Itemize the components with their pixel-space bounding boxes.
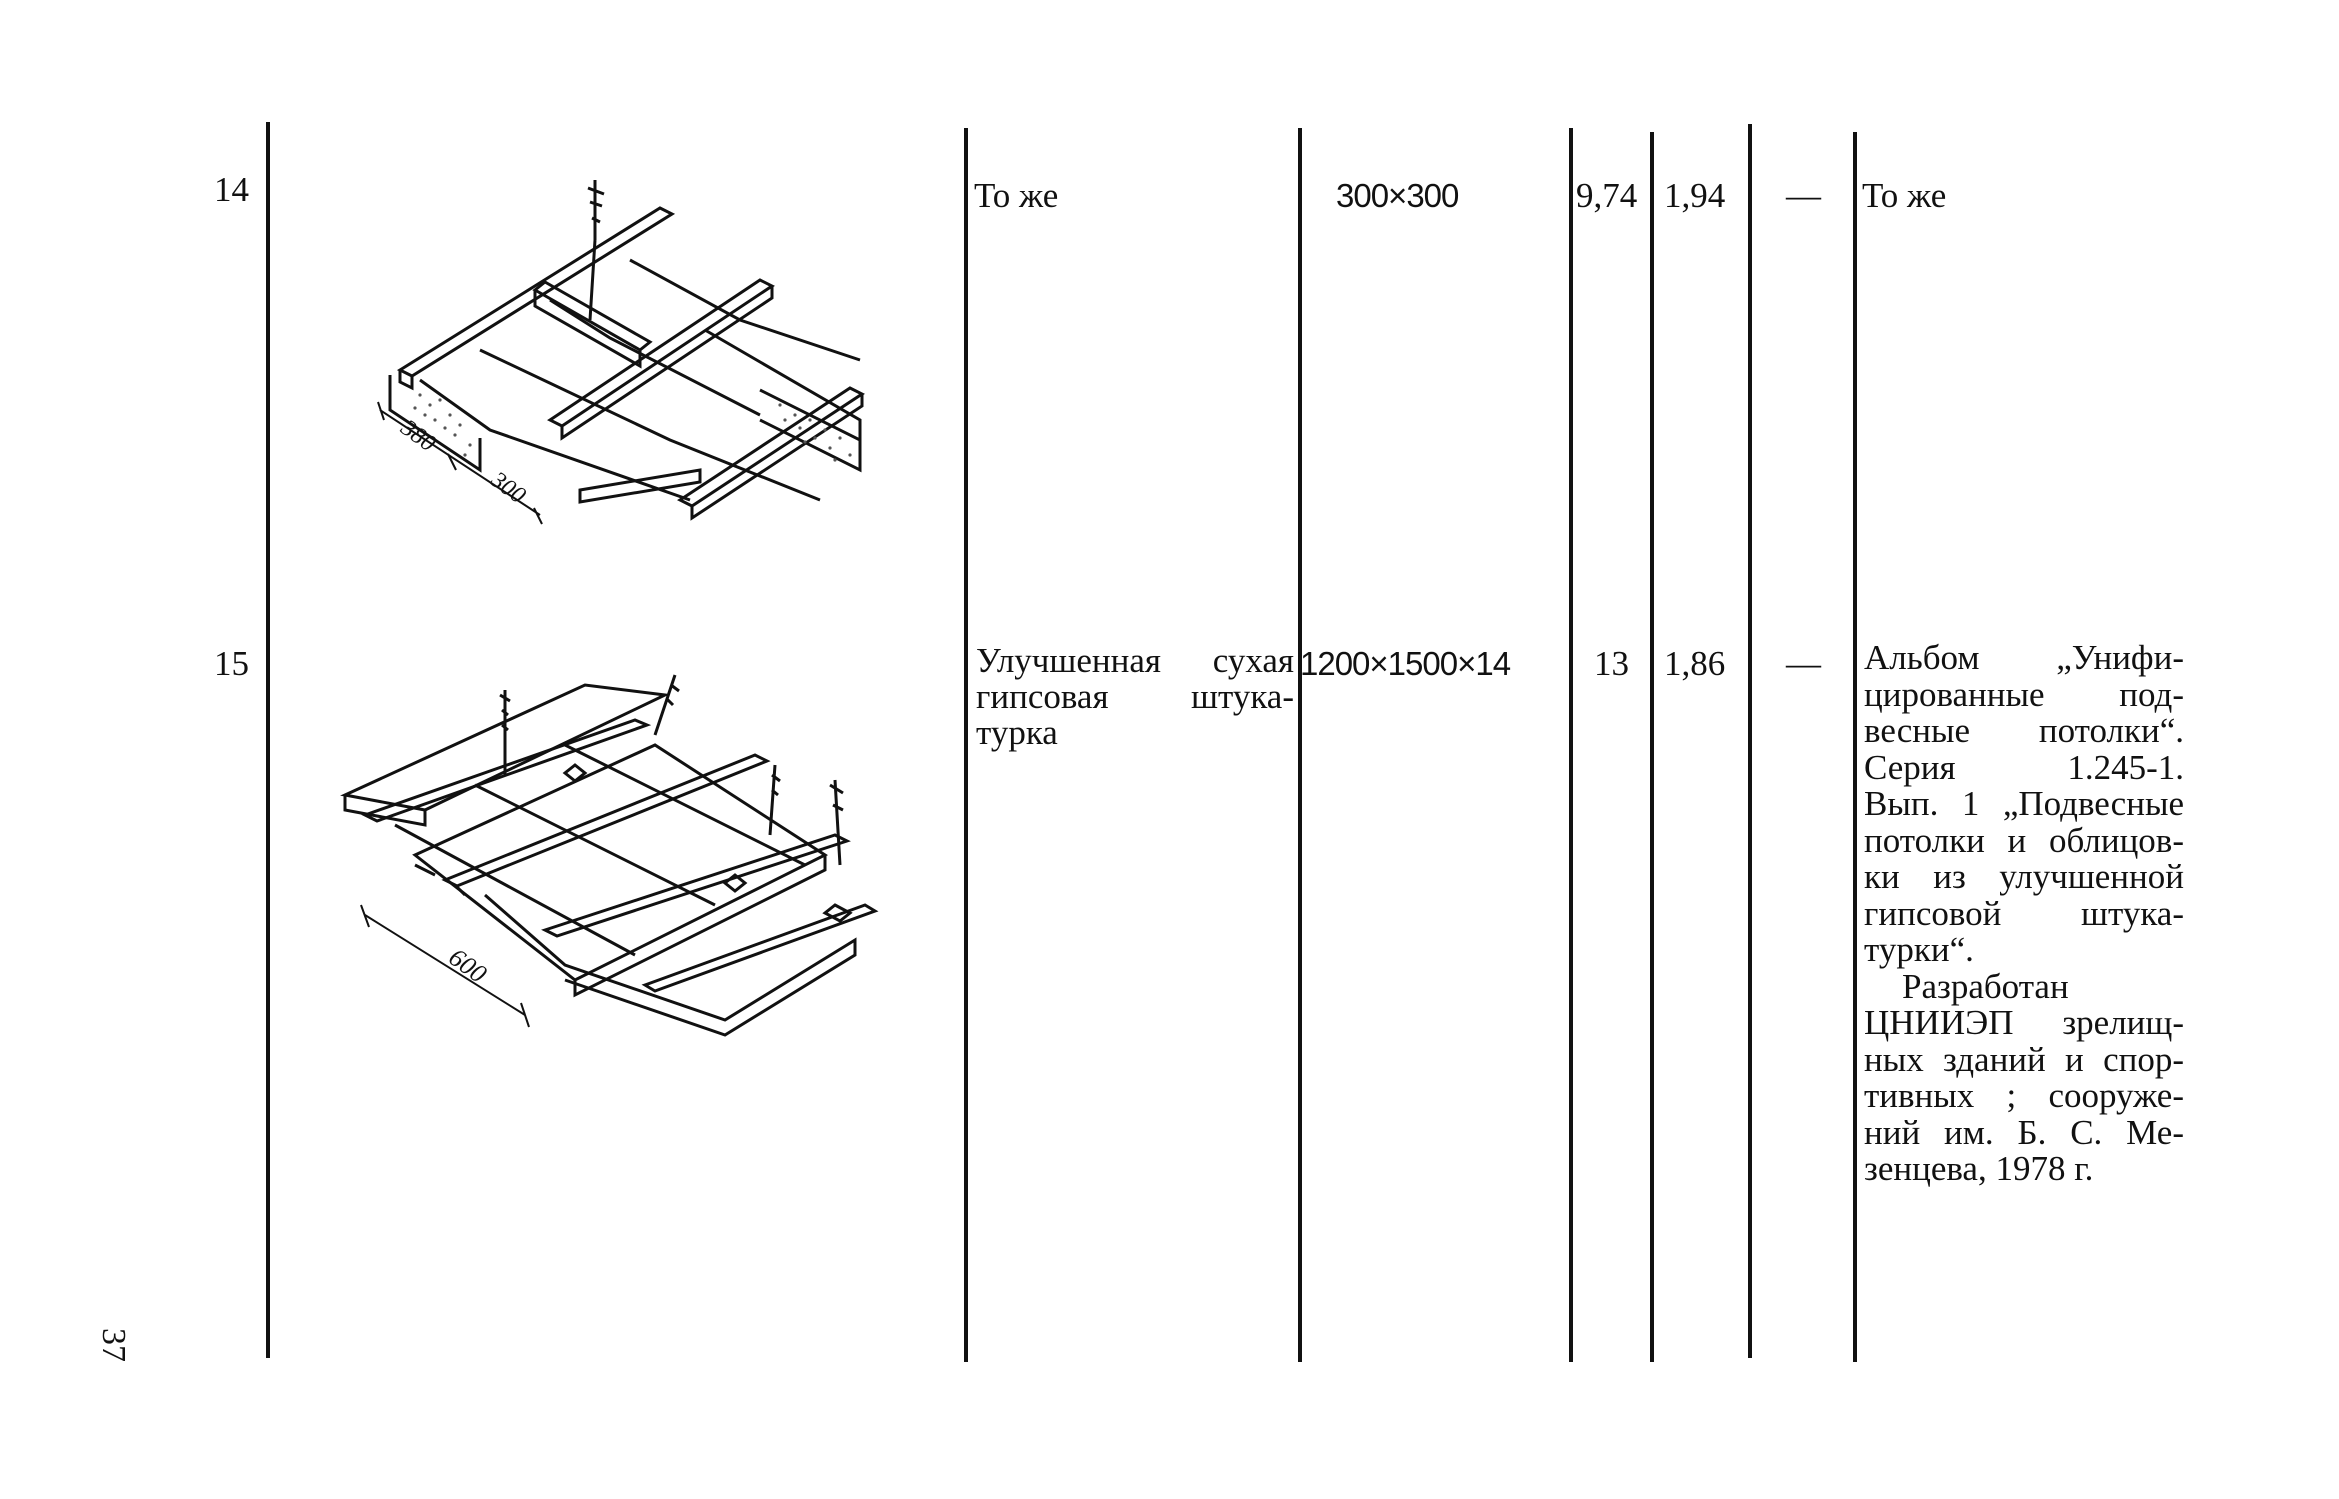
notes-line: зенцева, 1978 г. (1864, 1149, 2094, 1188)
description-line: гипсовая штука- (976, 677, 1294, 716)
table-rule-4 (1569, 128, 1573, 1362)
notes-line: ний им. Б. С. Ме- (1864, 1112, 2184, 1152)
ceiling-drawing-gypsum (340, 674, 879, 1037)
page-number: 37 (95, 1328, 132, 1362)
notes-line: ки из улучшенной (1864, 857, 2184, 896)
row-size: 1200×1500×14 (1300, 645, 1511, 682)
notes-line: ЦНИИЭП зрелищ- (1864, 1003, 2184, 1042)
table-rule-6 (1748, 124, 1752, 1358)
notes-line: турки“. (1864, 930, 1974, 969)
row-description: Улучшенная сухая гипсовая штука- турка (976, 643, 1294, 751)
table-rule-1 (266, 122, 270, 1358)
row-value-3: — (1786, 176, 1821, 215)
row-value-1: 13 (1594, 644, 1629, 683)
row-notes: Альбом „Унифи- цированные под- весные по… (1864, 638, 2184, 1188)
notes-line: Альбом „Унифи- (1864, 638, 2184, 677)
ceiling-drawing-300 (377, 180, 865, 525)
table-rule-3 (1298, 128, 1302, 1362)
row-number: 14 (214, 170, 249, 209)
notes-line: тивных ; сооруже- (1864, 1076, 2184, 1115)
table-rule-2 (964, 128, 968, 1362)
row-number: 15 (214, 644, 249, 683)
row-value-1: 9,74 (1576, 176, 1638, 215)
description-line: турка (976, 713, 1058, 752)
table-rule-7 (1853, 132, 1857, 1362)
notes-line: весные потолки“. (1864, 711, 2184, 750)
table-rule-5 (1650, 132, 1654, 1362)
description-line: Улучшенная сухая (976, 641, 1294, 680)
notes-line: Вып. 1 „Подвесные (1864, 784, 2184, 823)
notes-line: потолки и облицов- (1864, 820, 2184, 860)
notes-line: ных зданий и спор- (1864, 1039, 2184, 1079)
row-notes: То же (1862, 176, 1947, 215)
row-value-2: 1,94 (1664, 176, 1726, 215)
notes-line: Серия 1.245-1. (1864, 747, 2184, 787)
row-description: То же (974, 176, 1059, 215)
row-value-2: 1,86 (1664, 644, 1726, 683)
notes-line: цированные под- (1864, 674, 2184, 714)
row-size: 300×300 (1336, 177, 1459, 214)
notes-line: гипсовой штука- (1864, 893, 2184, 933)
row-value-3: — (1786, 644, 1821, 683)
notes-line: Разработан (1902, 966, 2069, 1006)
